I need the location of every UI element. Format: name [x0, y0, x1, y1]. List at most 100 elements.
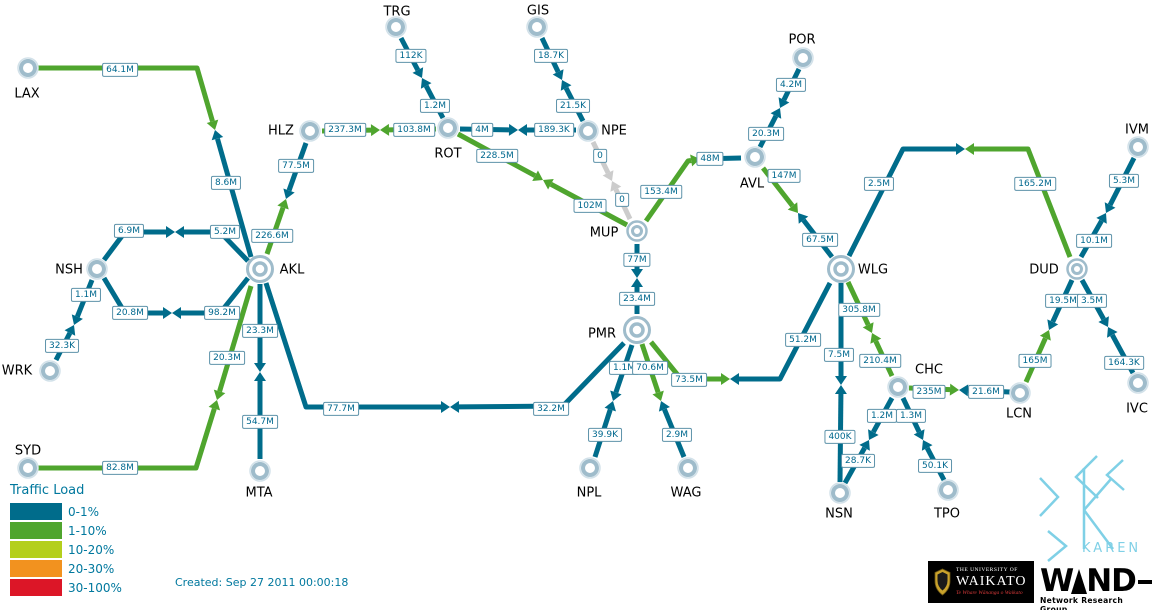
- node-PMR[interactable]: [623, 316, 651, 344]
- node-CHC[interactable]: [887, 376, 909, 398]
- link-AKL-PMR[interactable]: [263, 282, 441, 410]
- link-label-MUP-AVL[interactable]: 153.4M: [640, 184, 682, 200]
- node-GIS[interactable]: [526, 16, 548, 38]
- wand-logo: W ND Network Research Group: [1040, 564, 1152, 610]
- link-label-WLG-DUD[interactable]: 2.5M: [863, 176, 895, 192]
- node-WLG[interactable]: [827, 255, 855, 283]
- node-TRG[interactable]: [385, 16, 407, 38]
- link-label-LAX-AKL[interactable]: 8.6M: [210, 175, 242, 191]
- link-label-DUD-IVC[interactable]: 164.3K: [1104, 355, 1144, 371]
- link-GIS-NPE-arrowhead-icon: [552, 69, 564, 80]
- link-label-AKL-PMR[interactable]: 77.7M: [323, 401, 359, 417]
- node-AKL[interactable]: [246, 255, 274, 283]
- link-label-HLZ-AKL[interactable]: 226.6M: [251, 228, 293, 244]
- link-label-CHC-LCN[interactable]: 235M: [912, 384, 946, 400]
- node-POR[interactable]: [792, 47, 814, 69]
- link-label-AVL-WLG[interactable]: 147M: [767, 168, 801, 184]
- link-ROT-NPE-arrowhead-icon: [508, 123, 518, 136]
- link-PMR-WLG[interactable]: [739, 281, 833, 382]
- link-label-PMR-WAG[interactable]: 70.6M: [632, 360, 668, 376]
- link-label-NSH-AKL-N[interactable]: 5.2M: [209, 224, 241, 240]
- link-label-TRG-ROT[interactable]: 112K: [395, 48, 427, 64]
- link-label-MUP-PMR[interactable]: 77M: [623, 252, 651, 268]
- link-label-DUD-IVC[interactable]: 3.5M: [1076, 293, 1108, 309]
- node-SYD[interactable]: [17, 457, 39, 479]
- node-LCN[interactable]: [1009, 382, 1031, 404]
- link-label-ROT-MUP[interactable]: 228.5M: [476, 148, 518, 164]
- link-SYD-AKL[interactable]: [38, 407, 217, 471]
- link-label-CHC-TPO[interactable]: 1.3M: [895, 408, 927, 424]
- link-label-ROT-NPE[interactable]: 4M: [471, 122, 493, 138]
- link-WLG-DUD[interactable]: [974, 146, 1073, 258]
- link-label-CHC-NSN[interactable]: 28.7K: [841, 453, 875, 469]
- node-NPL[interactable]: [579, 457, 601, 479]
- link-label-NSH-WRK[interactable]: 1.1M: [70, 287, 102, 303]
- node-MUP[interactable]: [626, 220, 648, 242]
- link-label-WLG-CHC[interactable]: 305.8M: [838, 302, 880, 318]
- link-label-HLZ-ROT[interactable]: 103.8M: [393, 122, 435, 138]
- link-label-MUP-PMR[interactable]: 23.4M: [619, 291, 655, 307]
- link-label-NSH-AKL-S[interactable]: 98.2M: [204, 305, 240, 321]
- link-LAX-AKL[interactable]: [215, 137, 254, 258]
- traffic-legend: Traffic Load 0-1%1-10%10-20%20-30%30-100…: [10, 483, 122, 598]
- link-label-AKL-MTA[interactable]: 54.7M: [242, 414, 278, 430]
- link-label-AKL-PMR[interactable]: 32.2M: [533, 401, 569, 417]
- link-label-WLG-NSN[interactable]: 400K: [824, 429, 856, 445]
- link-label-GIS-NPE[interactable]: 18.7K: [534, 48, 568, 64]
- link-label-POR-AVL[interactable]: 4.2M: [775, 77, 807, 93]
- node-NPE[interactable]: [577, 120, 599, 142]
- link-label-CHC-NSN[interactable]: 1.2M: [866, 408, 898, 424]
- link-label-PMR-WAG[interactable]: 2.9M: [661, 427, 693, 443]
- link-label-CHC-LCN[interactable]: 21.6M: [968, 384, 1004, 400]
- link-label-NSH-AKL-S[interactable]: 20.8M: [112, 305, 148, 321]
- node-IVC[interactable]: [1127, 372, 1149, 394]
- link-label-NPE-MUP[interactable]: 0: [593, 148, 607, 164]
- node-MTA[interactable]: [249, 460, 271, 482]
- node-LAX[interactable]: [17, 57, 39, 79]
- node-WRK[interactable]: [39, 360, 61, 382]
- link-label-IVM-DUD[interactable]: 10.1M: [1076, 233, 1112, 249]
- link-SYD-AKL[interactable]: [217, 285, 254, 393]
- link-label-LAX-AKL[interactable]: 64.1M: [102, 62, 138, 78]
- node-TPO[interactable]: [937, 479, 959, 501]
- link-label-GIS-NPE[interactable]: 21.5K: [556, 98, 590, 114]
- node-IVM[interactable]: [1127, 136, 1149, 158]
- link-label-POR-AVL[interactable]: 20.3M: [748, 126, 784, 142]
- link-MUP-AVL[interactable]: [643, 158, 692, 223]
- link-label-NSH-AKL-N[interactable]: 6.9M: [113, 223, 145, 239]
- link-label-WLG-DUD[interactable]: 165.2M: [1014, 176, 1056, 192]
- link-label-ROT-NPE[interactable]: 189.3K: [534, 122, 574, 138]
- link-label-DUD-LCN[interactable]: 19.5M: [1045, 293, 1081, 309]
- link-label-SYD-AKL[interactable]: 82.8M: [102, 460, 138, 476]
- link-label-WLG-NSN[interactable]: 7.5M: [823, 347, 855, 363]
- node-WAG[interactable]: [677, 457, 699, 479]
- link-label-DUD-LCN[interactable]: 165M: [1018, 353, 1052, 369]
- link-label-WLG-CHC[interactable]: 210.4M: [859, 353, 901, 369]
- node-HLZ[interactable]: [299, 120, 321, 142]
- node-NSH[interactable]: [86, 258, 108, 280]
- link-label-NPE-MUP[interactable]: 0: [615, 192, 629, 208]
- link-label-AKL-MTA[interactable]: 23.3M: [242, 323, 278, 339]
- link-label-PMR-WLG[interactable]: 73.5M: [671, 372, 707, 388]
- node-label-LCN: LCN: [1005, 406, 1033, 422]
- link-label-HLZ-ROT[interactable]: 237.3M: [324, 122, 366, 138]
- node-label-WLG: WLG: [857, 262, 889, 278]
- link-WLG-DUD[interactable]: [846, 146, 956, 258]
- link-label-CHC-TPO[interactable]: 50.1K: [918, 458, 952, 474]
- link-label-NSH-WRK[interactable]: 32.3K: [45, 338, 79, 354]
- link-label-AVL-WLG[interactable]: 67.5M: [802, 232, 838, 248]
- link-label-SYD-AKL[interactable]: 20.3M: [209, 350, 245, 366]
- link-label-PMR-NPL[interactable]: 39.9K: [588, 427, 622, 443]
- link-label-HLZ-AKL[interactable]: 77.5M: [278, 158, 314, 174]
- node-AVL[interactable]: [744, 146, 766, 168]
- link-label-PMR-WLG[interactable]: 51.2M: [785, 332, 821, 348]
- node-ROT[interactable]: [437, 117, 459, 139]
- node-DUD[interactable]: [1066, 258, 1088, 280]
- link-label-IVM-DUD[interactable]: 5.3M: [1108, 173, 1140, 189]
- link-LAX-AKL[interactable]: [38, 65, 215, 123]
- link-label-MUP-AVL[interactable]: 48M: [696, 151, 724, 167]
- link-label-ROT-MUP[interactable]: 102M: [573, 198, 607, 214]
- link-label-TRG-ROT[interactable]: 1.2M: [419, 98, 451, 114]
- legend-label: 10-20%: [68, 542, 115, 557]
- node-NSN[interactable]: [829, 482, 851, 504]
